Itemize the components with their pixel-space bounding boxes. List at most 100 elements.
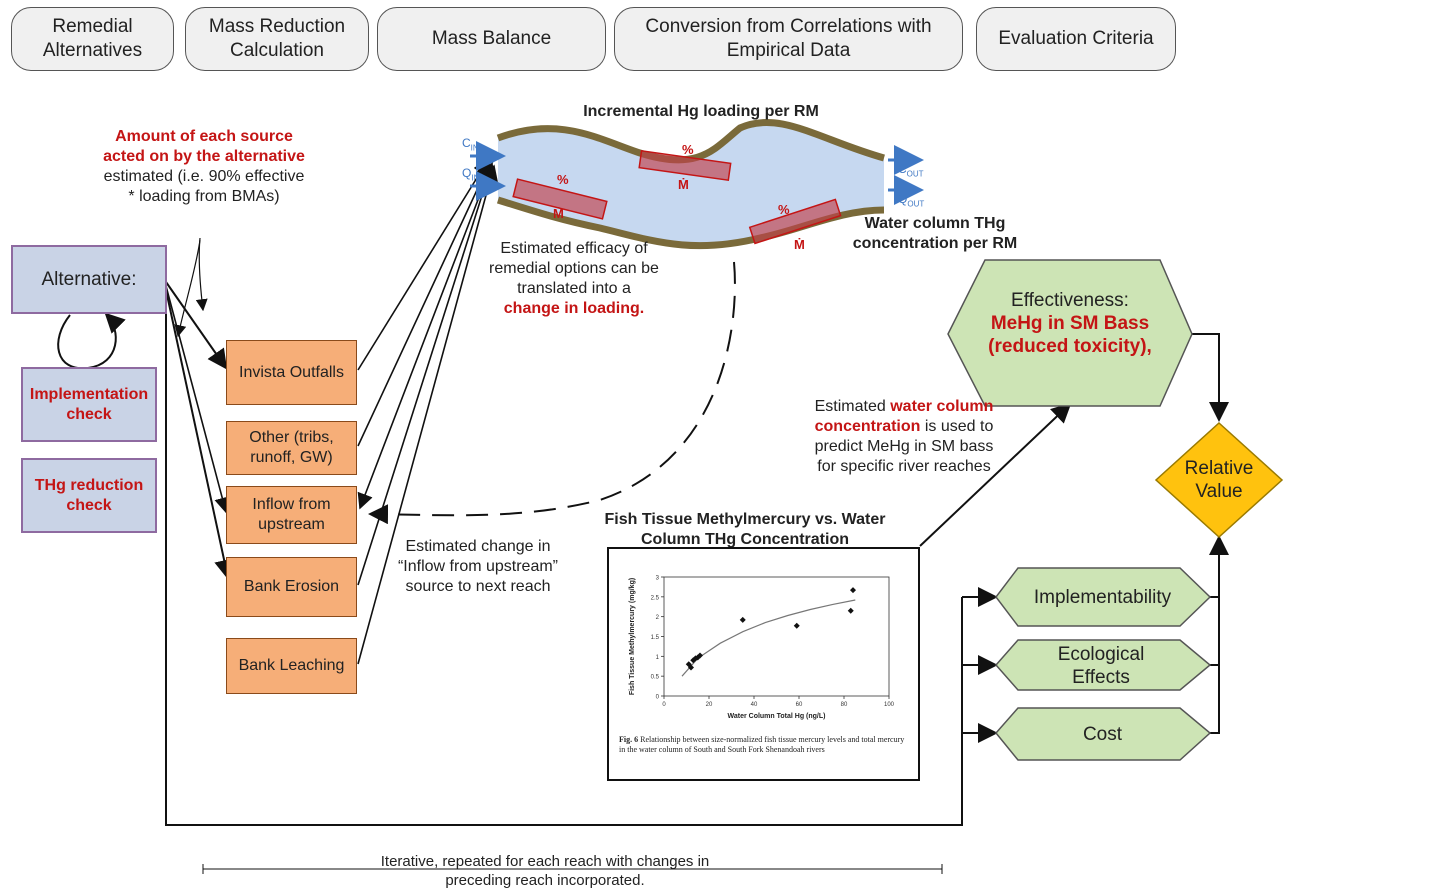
conc-note-part1: Estimated (814, 398, 886, 415)
chart-to-effectiveness (919, 402, 1072, 547)
phase-mass-reduction: Mass Reduction Calculation (185, 7, 369, 71)
alt-to-criteria-line (165, 300, 963, 826)
q-in-label: QIN (462, 166, 480, 183)
implementation-check-box: Implementation check (21, 367, 157, 442)
data-point (793, 622, 800, 629)
source-label: Inflow from upstream (252, 496, 331, 533)
implementation-check-label: Implementation check (29, 385, 149, 423)
effectiveness-title: Effectiveness: (1011, 289, 1129, 311)
y-tick-label: 1 (656, 655, 660, 661)
source-label: Bank Erosion (243, 578, 340, 595)
note-arrow-1 (195, 237, 208, 312)
data-point (739, 616, 746, 623)
phase-conversion: Conversion from Correlations with Empiri… (614, 7, 963, 71)
phase-evaluation-criteria: Evaluation Criteria (976, 7, 1176, 71)
efficacy-note-black: Estimated efficacy of remedial options c… (489, 240, 659, 297)
criteria-ecological-effects: Ecological Effects (1057, 644, 1145, 688)
source-label: Invista Outfalls (239, 363, 344, 381)
source-bank-erosion: Bank Erosion (226, 557, 357, 617)
data-point (692, 655, 699, 662)
efficacy-note: Estimated efficacy of remedial options c… (488, 239, 660, 319)
data-point (847, 607, 854, 614)
river-bank-top (496, 118, 885, 164)
alt-to-upstream-arrow (165, 285, 231, 514)
x-tick-label: 20 (706, 702, 713, 708)
source-other: Other (tribs, runoff, GW) (226, 421, 357, 475)
plot-frame (663, 576, 890, 697)
loop-arrow (57, 312, 126, 370)
source-label: Bank Leaching (238, 657, 345, 674)
alternative-label: Alternative: (41, 268, 137, 290)
mdot-label-1: Ṁ (553, 206, 564, 221)
percent-label-3: % (778, 202, 790, 217)
fish-chart-title: Fish Tissue Methylmercury vs. Water Colu… (604, 511, 886, 548)
y-tick-label: 0 (656, 695, 660, 701)
c-out-label: COUT (898, 162, 924, 179)
y-tick-label: 3 (656, 576, 660, 582)
river-title: Incremental Hg loading per RM (583, 103, 819, 120)
loading-patches (512, 149, 842, 245)
conc-note-red: water column concentration (814, 398, 994, 435)
y-tick-label: 1.5 (651, 635, 660, 641)
phase-mass-balance: Mass Balance (377, 7, 606, 71)
source-invista-outfalls: Invista Outfalls (226, 340, 357, 405)
y-tick-label: 2 (656, 615, 660, 621)
thg-reduction-check-label: THg reduction check (34, 476, 144, 514)
fit-curve (681, 599, 856, 677)
effectiveness-label: Effectiveness: MeHg in SM Bass (reduced … (960, 286, 1180, 360)
conc-note-part2: is used to predict MeHg in SM bass for s… (814, 418, 994, 475)
alt-arrows (165, 281, 234, 580)
x-tick-label: 0 (662, 702, 666, 708)
source-inflow-upstream: Inflow from upstream (226, 486, 357, 544)
mdot-label-2: Ṁ (678, 177, 689, 192)
data-point (690, 657, 697, 664)
concentration-note: Estimated water column concentration is … (812, 397, 996, 477)
thg-reduction-check-box: THg reduction check (21, 458, 157, 533)
value-diamond (1154, 421, 1284, 539)
y-axis-label: Fish Tissue Methylmercury (mg/kg) (629, 578, 636, 695)
upstream-note: Estimated change in “Inflow from upstrea… (397, 538, 559, 595)
alternative-box: Alternative: (11, 245, 167, 314)
dashed-return (368, 261, 736, 525)
y-tick-label: 0.5 (651, 675, 660, 681)
caption-text: Relationship between size-normalized fis… (619, 735, 905, 754)
percent-label-1: % (557, 172, 569, 187)
x-axis-label: Water Column Total Hg (ng/L) (728, 713, 826, 720)
criteria-implementability: Implementability (1033, 586, 1172, 608)
phase-remedial-alternatives: Remedial Alternatives (11, 7, 174, 71)
footer-note: Iterative, repeated for each reach with … (380, 853, 710, 889)
criteria-cost: Cost (1082, 723, 1123, 745)
relative-value-label: Relative Value (1184, 458, 1254, 502)
note-arrow-2 (174, 239, 201, 338)
mdot-label-3: Ṁ (794, 237, 805, 252)
y-tick-label: 2.5 (651, 595, 660, 601)
x-tick-label: 100 (884, 702, 895, 708)
river-to-upstream-arrow (357, 157, 495, 510)
source-bank-leaching: Bank Leaching (226, 638, 357, 694)
percent-label-2: % (682, 142, 694, 157)
c-in-label: CIN (462, 136, 479, 153)
q-out-label: QOUT (898, 192, 925, 209)
data-point (694, 654, 701, 661)
source-label: Other (tribs, runoff, GW) (249, 429, 334, 466)
water-column-label: Water column THg concentration per RM (852, 215, 1018, 252)
source-note-red: Amount of each source acted on by the al… (103, 128, 305, 165)
effectiveness-red: MeHg in SM Bass (reduced toxicity), (988, 312, 1152, 357)
x-tick-label: 80 (841, 702, 848, 708)
criteria-arrows (962, 587, 998, 743)
data-point (850, 587, 856, 594)
source-note-black: estimated (i.e. 90% effective * loading … (103, 168, 305, 205)
effectiveness-hexagon (947, 259, 1193, 407)
data-point (688, 664, 694, 671)
x-tick-label: 60 (796, 702, 803, 708)
caption-bold: Fig. 6 (619, 735, 639, 744)
efficacy-note-red: change in loading. (503, 300, 645, 317)
fish-chart-caption: Fig. 6 Relationship between size-normali… (619, 735, 909, 755)
effectiveness-to-value-arrow (1192, 333, 1229, 422)
source-note: Amount of each source acted on by the al… (100, 127, 308, 207)
data-point (697, 652, 703, 659)
